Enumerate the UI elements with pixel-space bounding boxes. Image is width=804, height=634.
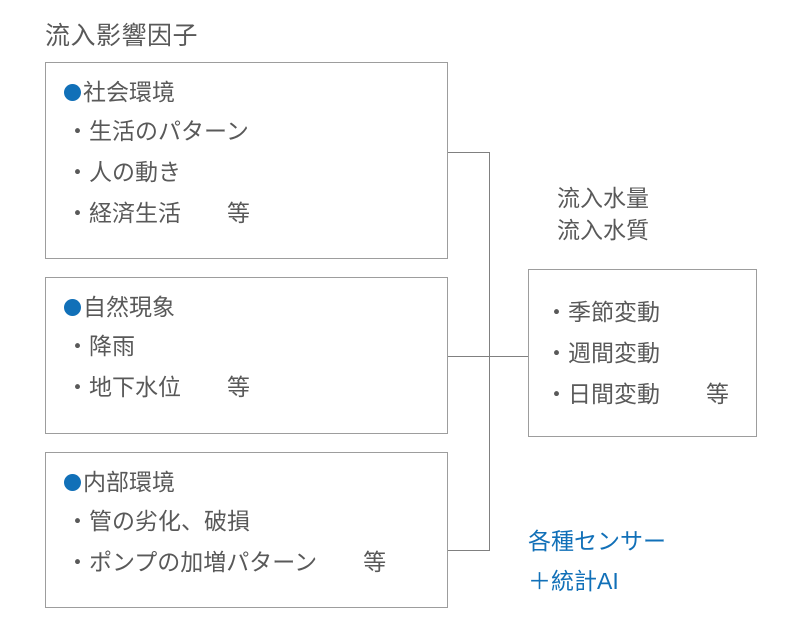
filled-circle-bullet-icon [64, 473, 81, 491]
result-caption-line-2: 流入水質 [557, 217, 649, 243]
sensor-ai-note-line-2: ＋統計AI [528, 568, 619, 594]
result-list-item: ・日間変動 等 [545, 381, 729, 407]
factor-heading: 社会環境 [46, 77, 447, 107]
result-box-variations: ・季節変動 ・週間変動 ・日間変動 等 [528, 269, 757, 437]
factor-box-social-environment: 社会環境 ・生活のパターン ・人の動き ・経済生活 等 [45, 62, 448, 259]
factor-list-item: ・降雨 [66, 333, 135, 359]
connector-to-result [489, 356, 529, 357]
factor-heading-label: 内部環境 [83, 469, 175, 495]
connector-branch-bottom [448, 550, 490, 551]
factor-list-item: ・生活のパターン [66, 118, 249, 144]
factor-heading-label: 社会環境 [83, 79, 175, 105]
sensor-ai-note-line-1: 各種センサー [528, 528, 666, 554]
result-list-item: ・週間変動 [545, 340, 660, 366]
result-caption-line-1: 流入水量 [557, 185, 649, 211]
connector-trunk [489, 152, 490, 551]
factor-box-internal-environment: 内部環境 ・管の劣化、破損 ・ポンプの加増パターン 等 [45, 452, 448, 608]
factor-list-item: ・ポンプの加増パターン 等 [66, 549, 387, 575]
connector-branch-top [448, 152, 490, 153]
factor-list-item: ・管の劣化、破損 [66, 508, 250, 534]
factor-list-item: ・人の動き [66, 159, 181, 185]
factor-heading: 内部環境 [46, 467, 447, 497]
factor-list-item: ・経済生活 等 [66, 200, 250, 226]
result-list-item: ・季節変動 [545, 299, 660, 325]
factor-box-natural-phenomena: 自然現象 ・降雨 ・地下水位 等 [45, 277, 448, 434]
factor-heading: 自然現象 [46, 292, 447, 322]
factor-list-item: ・地下水位 等 [66, 374, 250, 400]
result-caption: 流入水量 流入水質 [557, 182, 649, 246]
connector-branch-middle [448, 356, 490, 357]
filled-circle-bullet-icon [64, 298, 81, 316]
page-title: 流入影響因子 [45, 22, 199, 50]
factor-heading-label: 自然現象 [83, 294, 175, 320]
filled-circle-bullet-icon [64, 83, 81, 101]
sensor-ai-note: 各種センサー ＋統計AI [528, 521, 666, 601]
